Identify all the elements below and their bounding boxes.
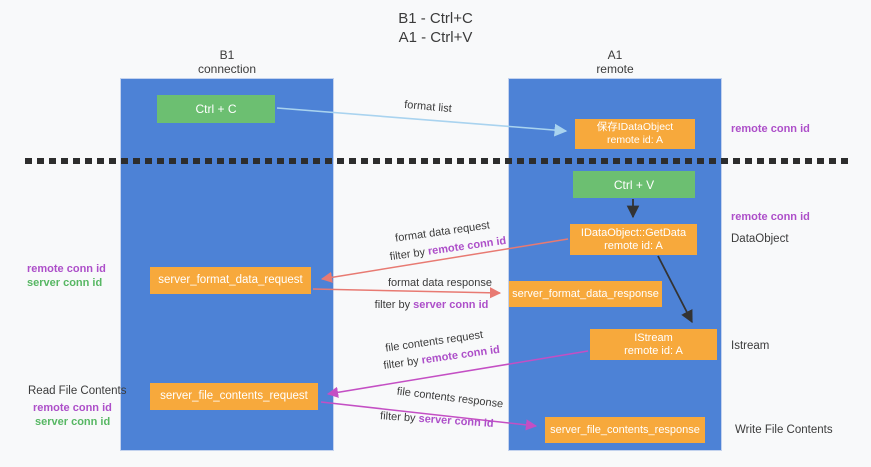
left-column-header: B1 connection [120,48,334,76]
label-file-contents-response: file contents response [396,385,504,411]
label-filter-by-server-1: filter by server conn id [374,299,489,311]
node-idataobject-getdata: IDataObject::GetData remote id: A [570,224,697,255]
left-label-server-conn-id-2: server conn id [35,416,111,428]
node-save-idataobject: 保存IDataObject remote id: A [575,119,695,149]
node-istream-line1: IStream [634,331,673,344]
node-server-file-contents-response: server_file_contents_response [545,417,705,443]
left-label-server-conn-id-1: server conn id [27,277,103,289]
server-conn-id-highlight: server conn id [418,412,494,431]
node-idataobject-getdata-line2: remote id: A [604,239,663,252]
label-format-list: format list [403,98,453,116]
node-istream-line2: remote id: A [624,344,683,357]
node-save-idataobject-line2: remote id: A [606,134,664,146]
left-column-name: B1 [219,48,235,62]
filter-prefix: filter by [382,354,423,372]
node-idataobject-getdata-line1: IDataObject::GetData [580,226,687,239]
filter-prefix: filter by [379,410,419,425]
left-label-remote-conn-id-1: remote conn id [27,263,106,275]
title-line-1: B1 - Ctrl+C [398,10,473,27]
title-line-2: A1 - Ctrl+V [398,29,473,46]
node-ctrl-v: Ctrl + V [573,171,695,198]
node-istream: IStream remote id: A [590,329,717,360]
node-server-format-data-request: server_format_data_request [150,267,311,294]
dashed-separator-line [25,158,848,164]
left-label-read-file-contents: Read File Contents [28,385,127,397]
right-label-remote-conn-id-1: remote conn id [731,123,810,135]
right-label-write-file-contents: Write File Contents [735,424,833,436]
node-server-file-contents-request: server_file_contents_request [150,383,318,410]
node-ctrl-c: Ctrl + C [157,95,275,123]
label-format-data-response: format data response [388,277,492,289]
left-label-remote-conn-id-2: remote conn id [33,402,112,414]
filter-prefix: filter by [374,299,414,311]
right-column-role: remote [596,61,634,76]
left-column-role: connection [197,61,257,76]
arrow-format-data-response [312,287,502,299]
node-save-idataobject-line1: 保存IDataObject [596,121,674,133]
right-label-remote-conn-id-2: remote conn id [731,211,810,223]
label-filter-by-server-2: filter by server conn id [379,410,494,431]
node-server-format-data-response: server_format_data_response [509,281,662,307]
right-label-istream: Istream [731,340,770,352]
server-conn-id-highlight: server conn id [413,299,489,311]
right-label-dataobject: DataObject [731,233,789,245]
right-column-name: A1 [607,48,623,62]
filter-prefix: filter by [389,245,429,264]
diagram-title: B1 - Ctrl+C A1 - Ctrl+V [0,9,871,47]
right-column-header: A1 remote [508,48,722,76]
